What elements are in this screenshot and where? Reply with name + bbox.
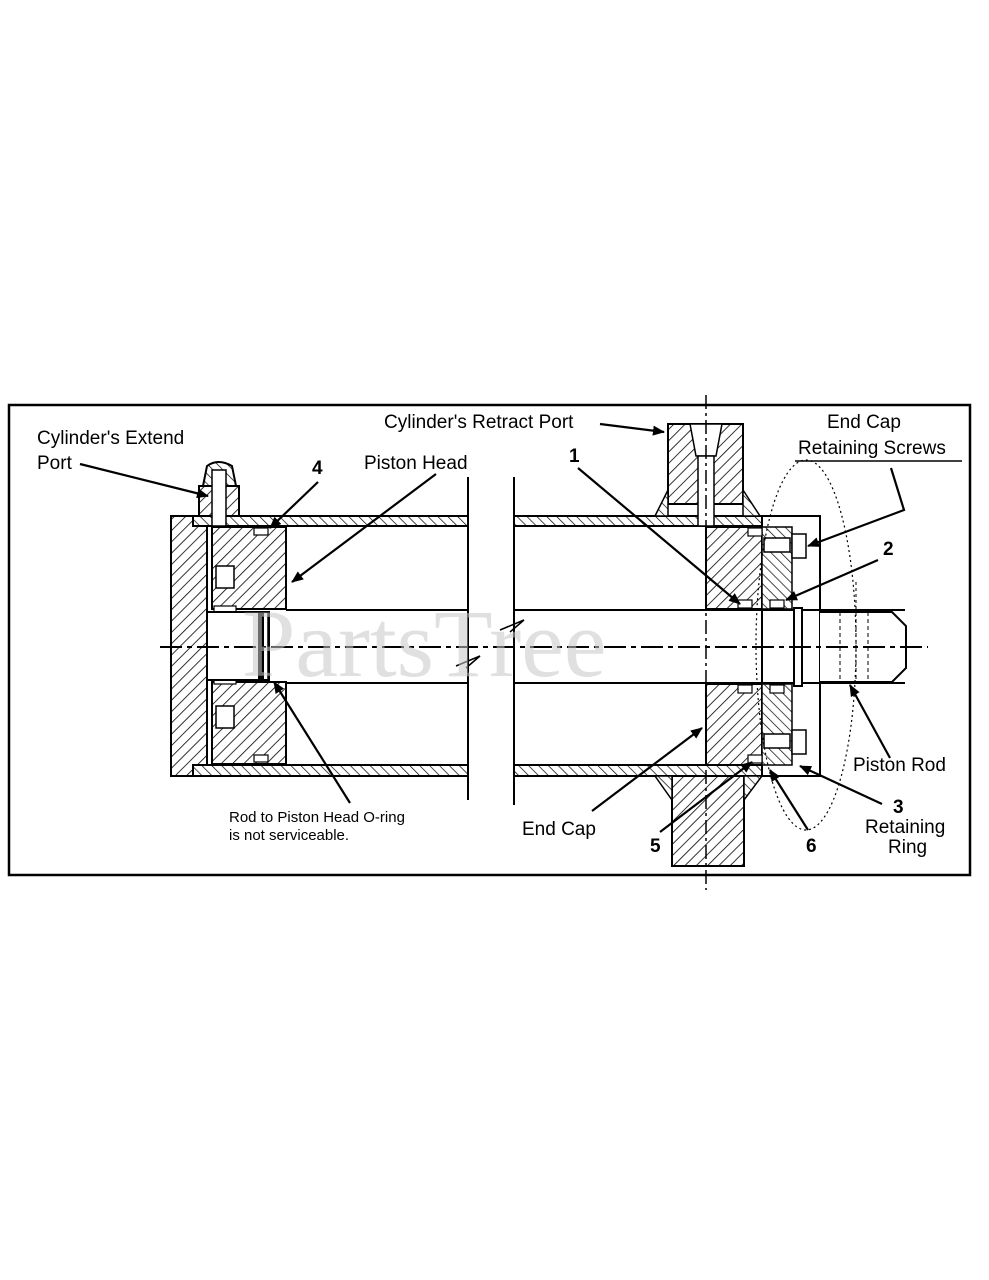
watermark-text: PartsTree <box>242 590 606 697</box>
label-end-cap: End Cap <box>522 819 596 840</box>
label-retaining-ring-line2: Ring <box>888 837 927 858</box>
bottom-mount-boss <box>653 775 764 867</box>
piston-rod-end <box>820 582 907 683</box>
detail-ellipse <box>755 459 857 831</box>
callout-6: 6 <box>806 836 817 857</box>
callout-1: 1 <box>569 446 580 467</box>
label-end-cap-screws-line2: Retaining Screws <box>798 438 946 459</box>
label-extend-port-line2: Port <box>37 453 73 474</box>
label-oring-note-line1: Rod to Piston Head O-ring <box>229 809 405 826</box>
label-retract-port: Cylinder's Retract Port <box>384 412 574 433</box>
retract-port-boss <box>653 423 762 527</box>
label-end-cap-screws-line1: End Cap <box>827 412 901 433</box>
extend-port-fitting <box>198 461 240 527</box>
diagram-frame <box>7 403 972 877</box>
label-piston-rod: Piston Rod <box>853 755 946 776</box>
label-piston-head: Piston Head <box>364 453 468 474</box>
callout-5: 5 <box>650 836 661 857</box>
label-extend-port-line1: Cylinder's Extend <box>37 428 184 449</box>
callout-4: 4 <box>312 458 323 479</box>
callout-2: 2 <box>883 539 894 560</box>
label-oring-note-line2: is not serviceable. <box>229 827 349 844</box>
label-retaining-ring-line1: Retaining <box>865 817 945 838</box>
end-cap-retaining-screws <box>763 533 807 755</box>
callout-3: 3 <box>893 797 904 818</box>
leader-lines <box>79 422 906 833</box>
